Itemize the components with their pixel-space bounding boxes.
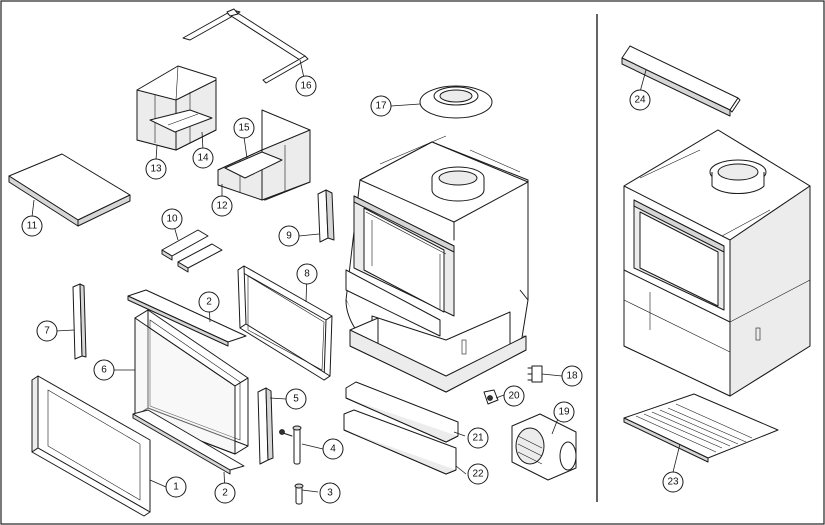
svg-text:5: 5 [293, 394, 299, 405]
svg-text:24: 24 [634, 95, 646, 106]
svg-text:6: 6 [101, 365, 107, 376]
svg-text:10: 10 [166, 214, 178, 225]
svg-text:21: 21 [472, 433, 484, 444]
svg-text:15: 15 [238, 123, 250, 134]
callout-14: 14 [192, 147, 214, 169]
part-21-ash-lip [345, 381, 459, 443]
part-12-15-firebrick-right [217, 109, 311, 201]
part-9-side-bracket [317, 189, 335, 243]
part-16-top-baffle-bracket [182, 8, 309, 84]
part-2-lower-rail [132, 409, 245, 475]
part-22-ash-pan [343, 409, 457, 475]
part-20-valve [483, 389, 499, 405]
svg-text:19: 19 [558, 407, 570, 418]
callout-9: 9 [278, 225, 300, 247]
part-10-channels [161, 229, 223, 273]
svg-text:1: 1 [173, 482, 179, 493]
part-18-connector [527, 365, 543, 383]
svg-text:23: 23 [667, 477, 679, 488]
svg-text:9: 9 [286, 231, 292, 242]
callout-16: 16 [295, 75, 317, 97]
svg-text:11: 11 [27, 221, 38, 232]
svg-text:14: 14 [197, 153, 209, 164]
callout-4: 4 [322, 438, 344, 460]
callout-24: 24 [629, 89, 651, 111]
stove-body-enclosure [623, 129, 811, 397]
svg-text:2: 2 [206, 297, 212, 308]
part-11-top-plate [8, 153, 131, 227]
svg-text:2: 2 [222, 488, 228, 499]
callout-17: 17 [370, 95, 392, 117]
part-3-pin [294, 483, 304, 505]
part-24-top-bracket [621, 45, 741, 117]
part-2-upper-rail [127, 289, 247, 347]
callout-15: 15 [233, 117, 255, 139]
part-7-side-strip [72, 283, 87, 360]
callout-10: 10 [161, 208, 183, 230]
callout-23: 23 [662, 471, 684, 493]
part-4-pin [279, 425, 302, 465]
svg-text:12: 12 [216, 201, 228, 212]
part-5-strip [257, 387, 274, 465]
svg-text:7: 7 [44, 326, 50, 337]
svg-text:16: 16 [300, 81, 312, 92]
svg-text:22: 22 [472, 469, 484, 480]
callout-20: 20 [503, 385, 525, 407]
svg-text:20: 20 [508, 391, 520, 402]
callout-1: 1 [165, 476, 187, 498]
stove-body-main [345, 135, 529, 393]
callout-21: 21 [467, 427, 489, 449]
callout-12: 12 [211, 195, 233, 217]
svg-text:4: 4 [330, 444, 336, 455]
callout-19: 19 [553, 401, 575, 423]
part-13-14-firebrick-left [136, 65, 217, 151]
callout-2-upper: 2 [198, 291, 220, 313]
callout-5: 5 [285, 388, 307, 410]
callout-11: 11 [21, 215, 43, 237]
callout-3: 3 [319, 482, 341, 504]
svg-text:17: 17 [375, 101, 387, 112]
callout-2-lower: 2 [214, 482, 236, 504]
svg-text:8: 8 [304, 269, 310, 280]
callout-18: 18 [561, 365, 583, 387]
svg-text:18: 18 [566, 371, 578, 382]
callout-6: 6 [93, 359, 115, 381]
callout-8: 8 [296, 263, 318, 285]
part-17-flue-collar [419, 85, 493, 119]
callout-7: 7 [36, 320, 58, 342]
part-1-front-frame [31, 375, 151, 517]
part-8-door-frame [237, 265, 333, 381]
part-19-blower [511, 413, 577, 481]
svg-text:3: 3 [327, 488, 333, 499]
callout-13: 13 [145, 158, 167, 180]
part-23-grate [623, 393, 779, 463]
svg-text:13: 13 [150, 164, 162, 175]
callout-22: 22 [467, 463, 489, 485]
